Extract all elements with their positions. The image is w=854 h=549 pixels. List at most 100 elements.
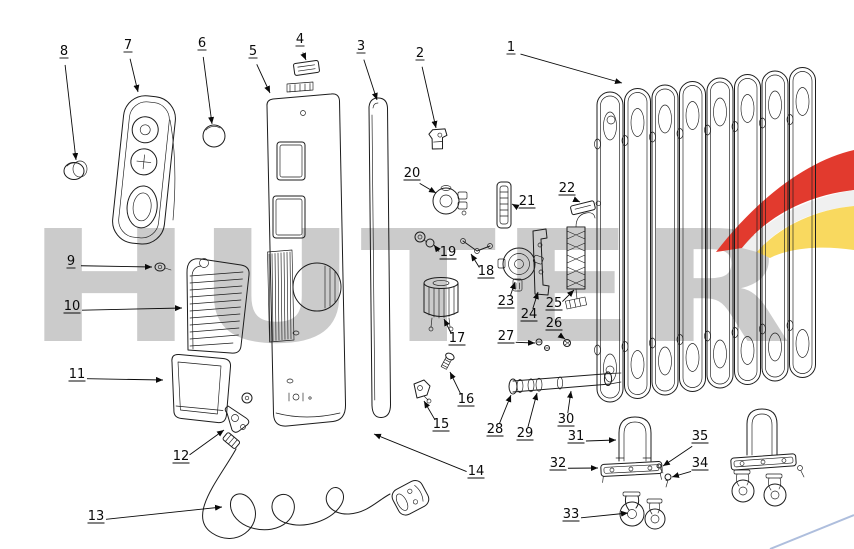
part-number-22: 22 [559, 181, 576, 196]
part-27-screws [535, 338, 550, 351]
huter-logo-swoosh [716, 150, 854, 258]
part-number-25: 25 [546, 296, 563, 311]
callout-5: 5 [248, 44, 271, 94]
part-number-19: 19 [440, 245, 457, 260]
logo-red-band [716, 150, 854, 252]
part-6-cap [202, 124, 226, 148]
part-number-23: 23 [498, 294, 515, 309]
callout-18: 18 [470, 253, 495, 279]
callout-19: 19 [433, 244, 457, 260]
callout-23: 23 [497, 281, 516, 309]
part-15-clamp [413, 379, 432, 404]
callout-32: 32 [549, 456, 599, 472]
callout-30: 30 [557, 390, 575, 427]
callout-16: 16 [449, 371, 475, 407]
part-13-power-cord [202, 432, 430, 539]
callout-layer: 1234567891011121314151617181920212223242… [59, 32, 709, 524]
part-35-pin [656, 463, 664, 474]
callout-2: 2 [415, 46, 438, 129]
callout-6: 6 [197, 36, 215, 125]
part-number-35: 35 [692, 429, 709, 444]
part-33-casters [619, 491, 666, 530]
part-26-screw [563, 339, 571, 347]
callout-22: 22 [558, 181, 581, 203]
part-number-17: 17 [449, 331, 466, 346]
callout-34: 34 [671, 456, 709, 478]
part-number-16: 16 [458, 392, 475, 407]
part-number-12: 12 [173, 449, 190, 464]
part-25-heating-element [565, 212, 596, 310]
part-number-5: 5 [249, 44, 257, 59]
part-31-u-bracket [615, 416, 652, 462]
callout-27: 27 [497, 329, 536, 346]
part-22-clip [570, 200, 601, 216]
part-number-32: 32 [550, 456, 567, 471]
part-number-26: 26 [546, 316, 563, 331]
part-8-knob [63, 160, 88, 180]
part-number-4: 4 [296, 32, 304, 47]
logo-white-band [742, 190, 854, 252]
part-number-7: 7 [124, 38, 132, 53]
callout-28: 28 [486, 394, 512, 437]
part-number-9: 9 [67, 254, 75, 269]
part-28-29-30-heater-rod [508, 371, 622, 395]
part-11-side-panel [171, 353, 253, 424]
part-9-pin [154, 262, 172, 272]
callout-1: 1 [506, 40, 623, 84]
part-19-fastener [414, 231, 435, 248]
power-plug [391, 479, 430, 516]
logo-yellow-band [757, 206, 854, 258]
part-10-grille [186, 258, 250, 354]
callout-12: 12 [172, 429, 225, 464]
callout-33: 33 [562, 507, 629, 522]
callout-17: 17 [443, 318, 466, 346]
part-number-29: 29 [517, 426, 534, 441]
callout-26: 26 [545, 316, 566, 340]
callout-9: 9 [66, 254, 153, 270]
part-4-nameplate [293, 60, 320, 76]
part-5-front-body [266, 81, 347, 427]
part-number-2: 2 [416, 46, 424, 61]
callout-4: 4 [295, 32, 307, 61]
part-number-13: 13 [88, 509, 105, 524]
part-number-30: 30 [558, 412, 575, 427]
part-number-27: 27 [498, 329, 515, 344]
callout-13: 13 [87, 504, 223, 524]
callout-7: 7 [123, 38, 140, 93]
line-art [63, 60, 816, 539]
callout-20: 20 [403, 166, 437, 194]
part-number-20: 20 [404, 166, 421, 181]
part-number-21: 21 [519, 194, 536, 209]
part-number-34: 34 [692, 456, 709, 471]
part-number-3: 3 [357, 39, 365, 54]
part-number-18: 18 [478, 264, 495, 279]
callout-35: 35 [662, 429, 709, 467]
part-number-10: 10 [64, 299, 81, 314]
callout-14: 14 [373, 433, 485, 479]
callout-10: 10 [63, 299, 183, 314]
corner-accent-line [769, 514, 854, 549]
part-17-finned-element [423, 277, 459, 332]
part-18-bracket [460, 238, 493, 254]
part-20-motor [432, 185, 468, 216]
part-number-14: 14 [468, 464, 485, 479]
callout-25: 25 [545, 289, 575, 311]
callout-31: 31 [567, 429, 617, 444]
part-number-11: 11 [69, 367, 86, 382]
part-number-31: 31 [568, 429, 585, 444]
part-2-bracket [428, 128, 448, 150]
callout-15: 15 [423, 400, 450, 432]
part-number-1: 1 [507, 40, 515, 55]
part-7-control-housing [112, 95, 176, 245]
part-16-screw [440, 352, 455, 370]
part-24-bracket [532, 228, 550, 296]
part-12-bracket [224, 405, 250, 433]
part-number-8: 8 [60, 44, 68, 59]
callout-24: 24 [520, 291, 539, 322]
callout-3: 3 [356, 39, 378, 101]
callout-8: 8 [59, 44, 79, 161]
huter-watermark: HUTER [26, 197, 794, 378]
part-number-28: 28 [487, 422, 504, 437]
